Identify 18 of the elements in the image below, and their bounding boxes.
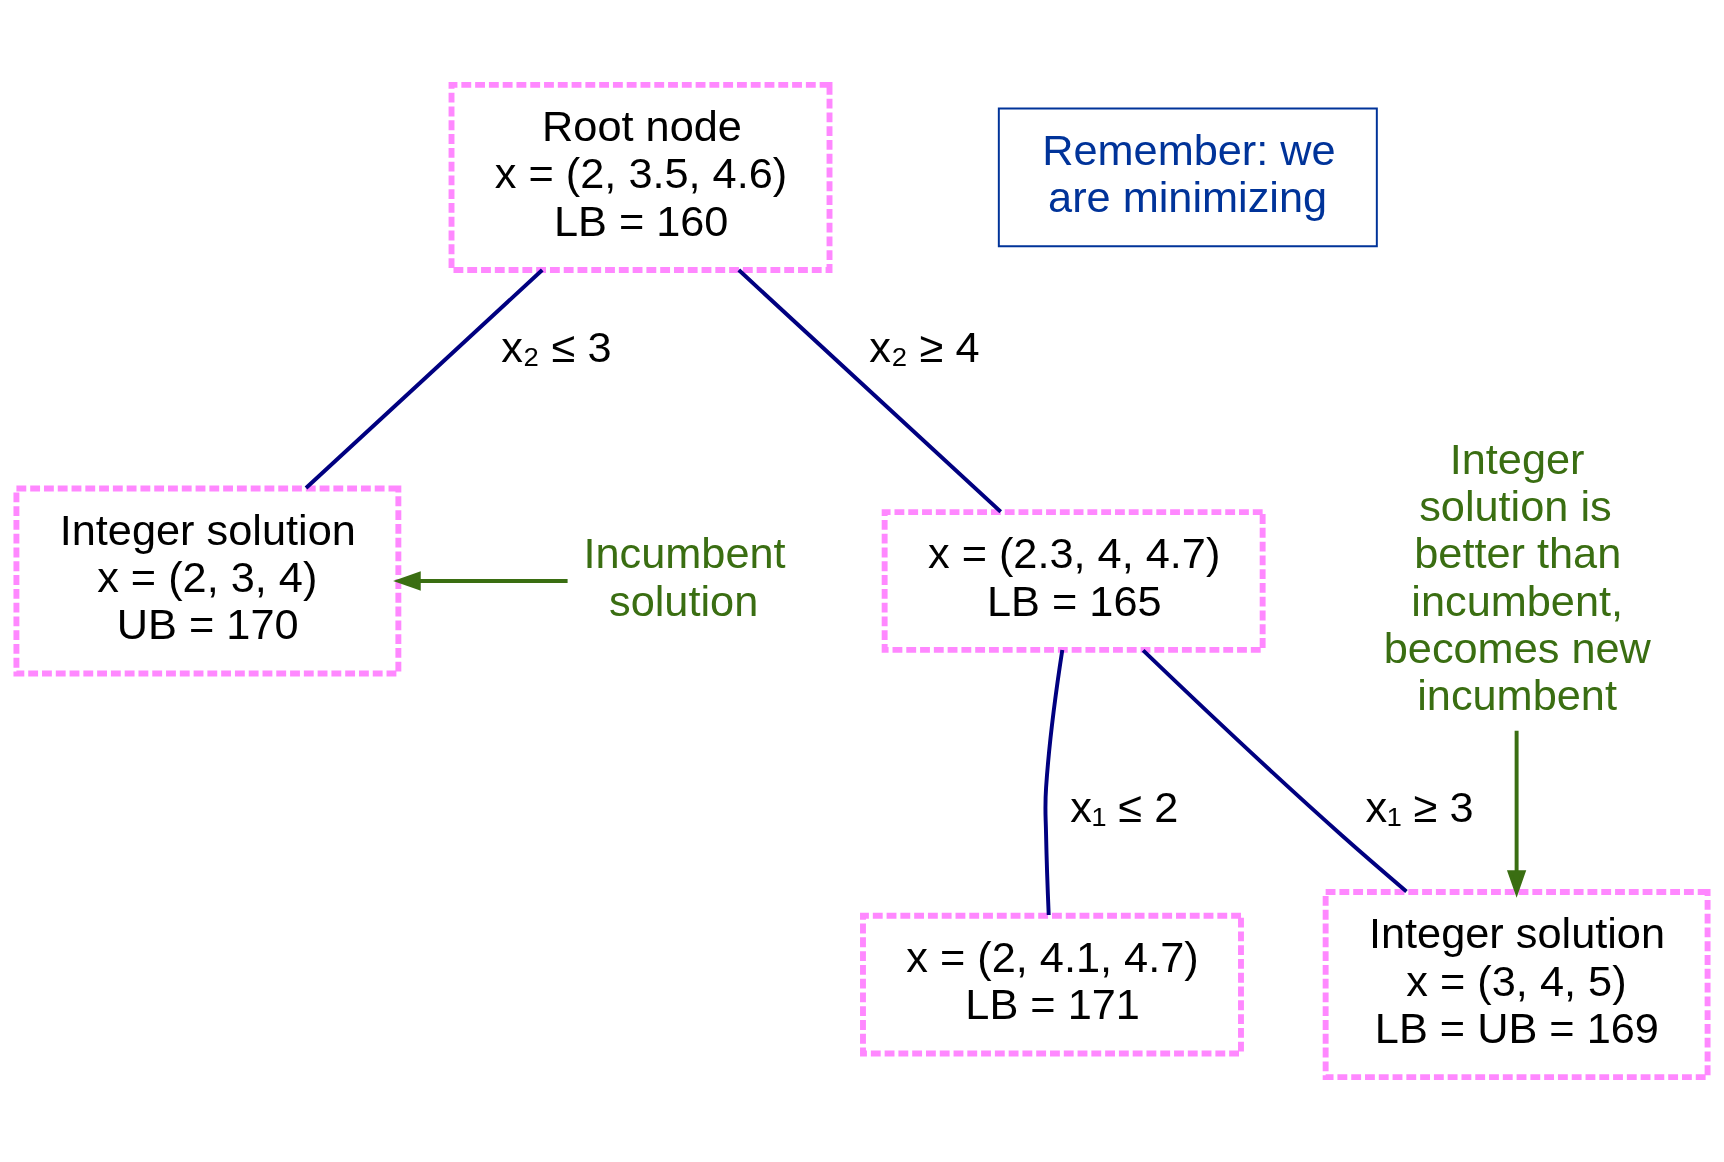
node-box: Root node x = (2, 3.5, 4.6) LB = 160 — [448, 81, 833, 273]
arrow — [393, 571, 568, 591]
node-box: Integer solution x = (2, 3, 4) UB = 170 — [13, 485, 402, 677]
node-text: Incumbent solution — [583, 529, 786, 625]
arrow — [1506, 730, 1527, 898]
connector — [1141, 648, 1408, 893]
connector — [737, 268, 1003, 514]
node-box: x = (2.3, 4, 4.7) LB = 165 — [881, 509, 1266, 653]
node-box: x = (2, 4.1, 4.7) LB = 171 — [860, 912, 1244, 1057]
node-box: Remember: we are minimizing — [997, 107, 1378, 248]
connector — [304, 268, 544, 490]
node-box: Integer solution x = (3, 4, 5) LB = UB = 169 — [1322, 889, 1711, 1081]
connector — [1043, 649, 1065, 916]
edge-label: x₂ ≥ 4 — [869, 322, 980, 371]
node-text: Integer solution is better than incumbent, becomes new incumbent — [1383, 434, 1651, 720]
edge-label: x₁ ≤ 2 — [1070, 783, 1179, 832]
edge-label: x₁ ≥ 3 — [1365, 783, 1474, 832]
edge-label: x₂ ≤ 3 — [501, 322, 612, 371]
